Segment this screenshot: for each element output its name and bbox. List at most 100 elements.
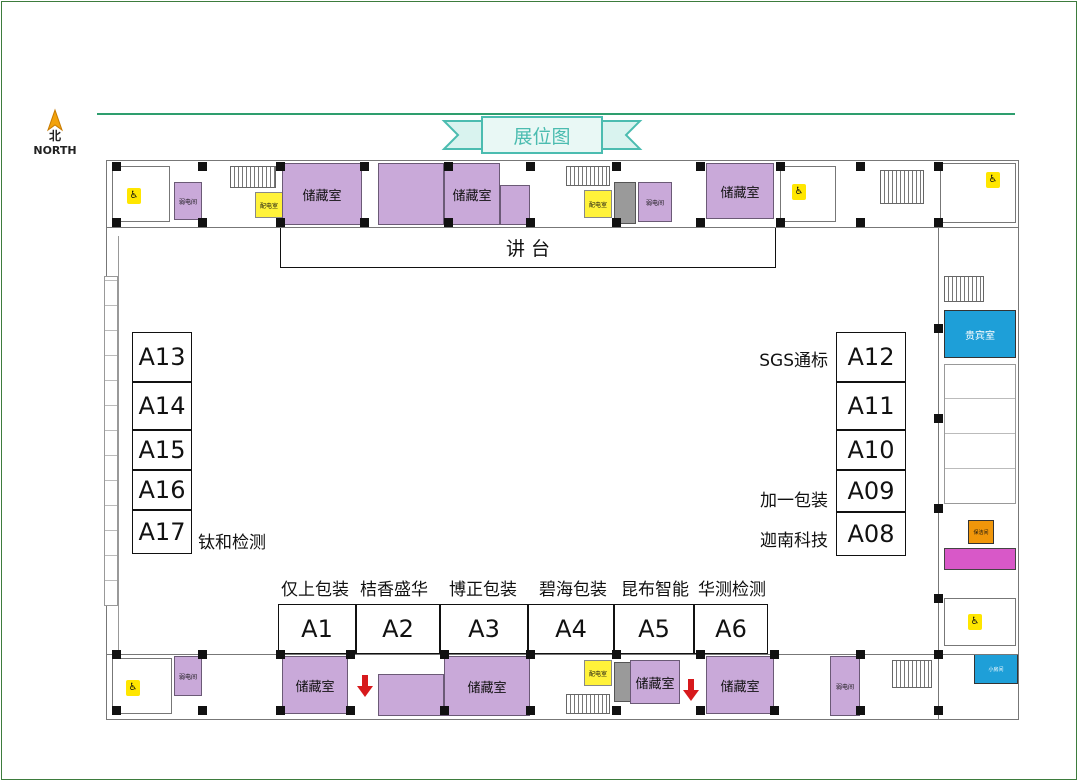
- booth-a1[interactable]: A1: [278, 604, 356, 654]
- pillar: [776, 162, 785, 171]
- exhibitor-a12: SGS通标: [759, 351, 828, 371]
- pillar: [934, 324, 943, 333]
- staircase-ne: [880, 170, 924, 204]
- exhibitor-a17: 钛和检测: [198, 533, 266, 553]
- booth-a11[interactable]: A11: [836, 382, 906, 430]
- pillar: [360, 162, 369, 171]
- pillar: [856, 218, 865, 227]
- exhibitor-a6: 华测检测: [698, 580, 766, 600]
- staircase-e1: [944, 276, 984, 302]
- pillar: [526, 162, 535, 171]
- restroom-icon: ♿: [126, 680, 140, 696]
- banner-title: 展位图: [513, 125, 571, 148]
- pillar: [440, 706, 449, 715]
- east-wing: [938, 228, 1019, 720]
- pillar: [612, 162, 621, 171]
- ribbon-icon: [441, 116, 643, 154]
- weak-current-room-n: 弱电间: [638, 182, 672, 222]
- pillar: [856, 650, 865, 659]
- pillar: [198, 706, 207, 715]
- booth-a12[interactable]: A12: [836, 332, 906, 382]
- pillar: [934, 162, 943, 171]
- pillar: [856, 706, 865, 715]
- exit-arrow-icon: [357, 675, 373, 697]
- pillar: [526, 650, 535, 659]
- title-banner: 展位图: [440, 115, 644, 157]
- exhibitor-a4: 碧海包装: [539, 580, 607, 600]
- compass-direction: 北: [48, 129, 61, 143]
- power-room-n1: 配电室: [255, 192, 283, 218]
- pillar: [112, 650, 121, 659]
- exhibitor-a09: 加一包装: [760, 491, 828, 511]
- cleaning-room: 保洁间: [968, 520, 994, 544]
- storage-room-s4: 储藏室: [706, 656, 774, 714]
- compass-label: NORTH: [33, 144, 77, 157]
- pillar: [934, 650, 943, 659]
- compass: 北 NORTH: [30, 108, 80, 160]
- staircase-n1: [230, 166, 276, 188]
- pillar: [776, 218, 785, 227]
- booth-a6[interactable]: A6: [694, 604, 768, 654]
- booth-a08[interactable]: A08: [836, 512, 906, 556]
- pillar: [934, 706, 943, 715]
- pillar: [444, 162, 453, 171]
- restroom-nw: [112, 166, 170, 222]
- pillar: [696, 650, 705, 659]
- pillar: [612, 218, 621, 227]
- pillar: [444, 218, 453, 227]
- pillar: [696, 706, 705, 715]
- pillar: [856, 162, 865, 171]
- top-room-strip: [106, 160, 1019, 228]
- pillar: [276, 162, 285, 171]
- power-room-n2: 配电室: [584, 190, 612, 218]
- pillar: [526, 706, 535, 715]
- exhibitor-a1: 仅上包装: [281, 580, 349, 600]
- pillar: [696, 162, 705, 171]
- pillar: [770, 706, 779, 715]
- booth-a5[interactable]: A5: [614, 604, 694, 654]
- west-wall-segment: [118, 236, 132, 656]
- restroom-icon: ♿: [968, 614, 982, 630]
- storage-room-n2a: [378, 163, 444, 225]
- booth-a2[interactable]: A2: [356, 604, 440, 654]
- storage-room-n2b: [500, 185, 530, 225]
- booth-a16[interactable]: A16: [132, 470, 192, 510]
- east-wall-lines: [944, 364, 1016, 504]
- stage-label: 讲 台: [505, 238, 551, 260]
- storage-room-n2: 储藏室: [444, 163, 500, 225]
- restroom-n-block: [780, 166, 836, 222]
- pillar: [198, 218, 207, 227]
- pillar: [276, 706, 285, 715]
- staircase-s1: [566, 694, 610, 714]
- storage-room-s1: 储藏室: [282, 656, 348, 714]
- booth-a13[interactable]: A13: [132, 332, 192, 382]
- service-room-n: [614, 182, 636, 224]
- pillar: [934, 414, 943, 423]
- power-room-s: 配电室: [584, 660, 612, 686]
- restroom-icon: ♿: [127, 188, 141, 204]
- exhibitor-a08: 迦南科技: [760, 531, 828, 551]
- booth-a15[interactable]: A15: [132, 430, 192, 470]
- booth-a10[interactable]: A10: [836, 430, 906, 470]
- booth-a3[interactable]: A3: [440, 604, 528, 654]
- west-wall-windows: [104, 276, 118, 606]
- pillar: [526, 218, 535, 227]
- weak-current-room-se: 弱电间: [830, 656, 860, 716]
- vip-room: 贵宾室: [944, 310, 1016, 358]
- stage: 讲 台: [280, 228, 776, 268]
- pillar: [346, 706, 355, 715]
- pillar: [440, 650, 449, 659]
- booth-a4[interactable]: A4: [528, 604, 614, 654]
- north-arrow-icon: [47, 108, 63, 132]
- bottom-room-strip: [106, 654, 1019, 720]
- booth-a14[interactable]: A14: [132, 382, 192, 430]
- pillar: [696, 218, 705, 227]
- pillar: [770, 650, 779, 659]
- exit-arrow-icon: [683, 679, 699, 701]
- restroom-e-block: [944, 598, 1016, 646]
- booth-a09[interactable]: A09: [836, 470, 906, 512]
- exhibitor-a5: 昆布智能: [621, 580, 689, 600]
- weak-current-room-sw: 弱电间: [174, 656, 202, 696]
- booth-a17[interactable]: A17: [132, 510, 192, 554]
